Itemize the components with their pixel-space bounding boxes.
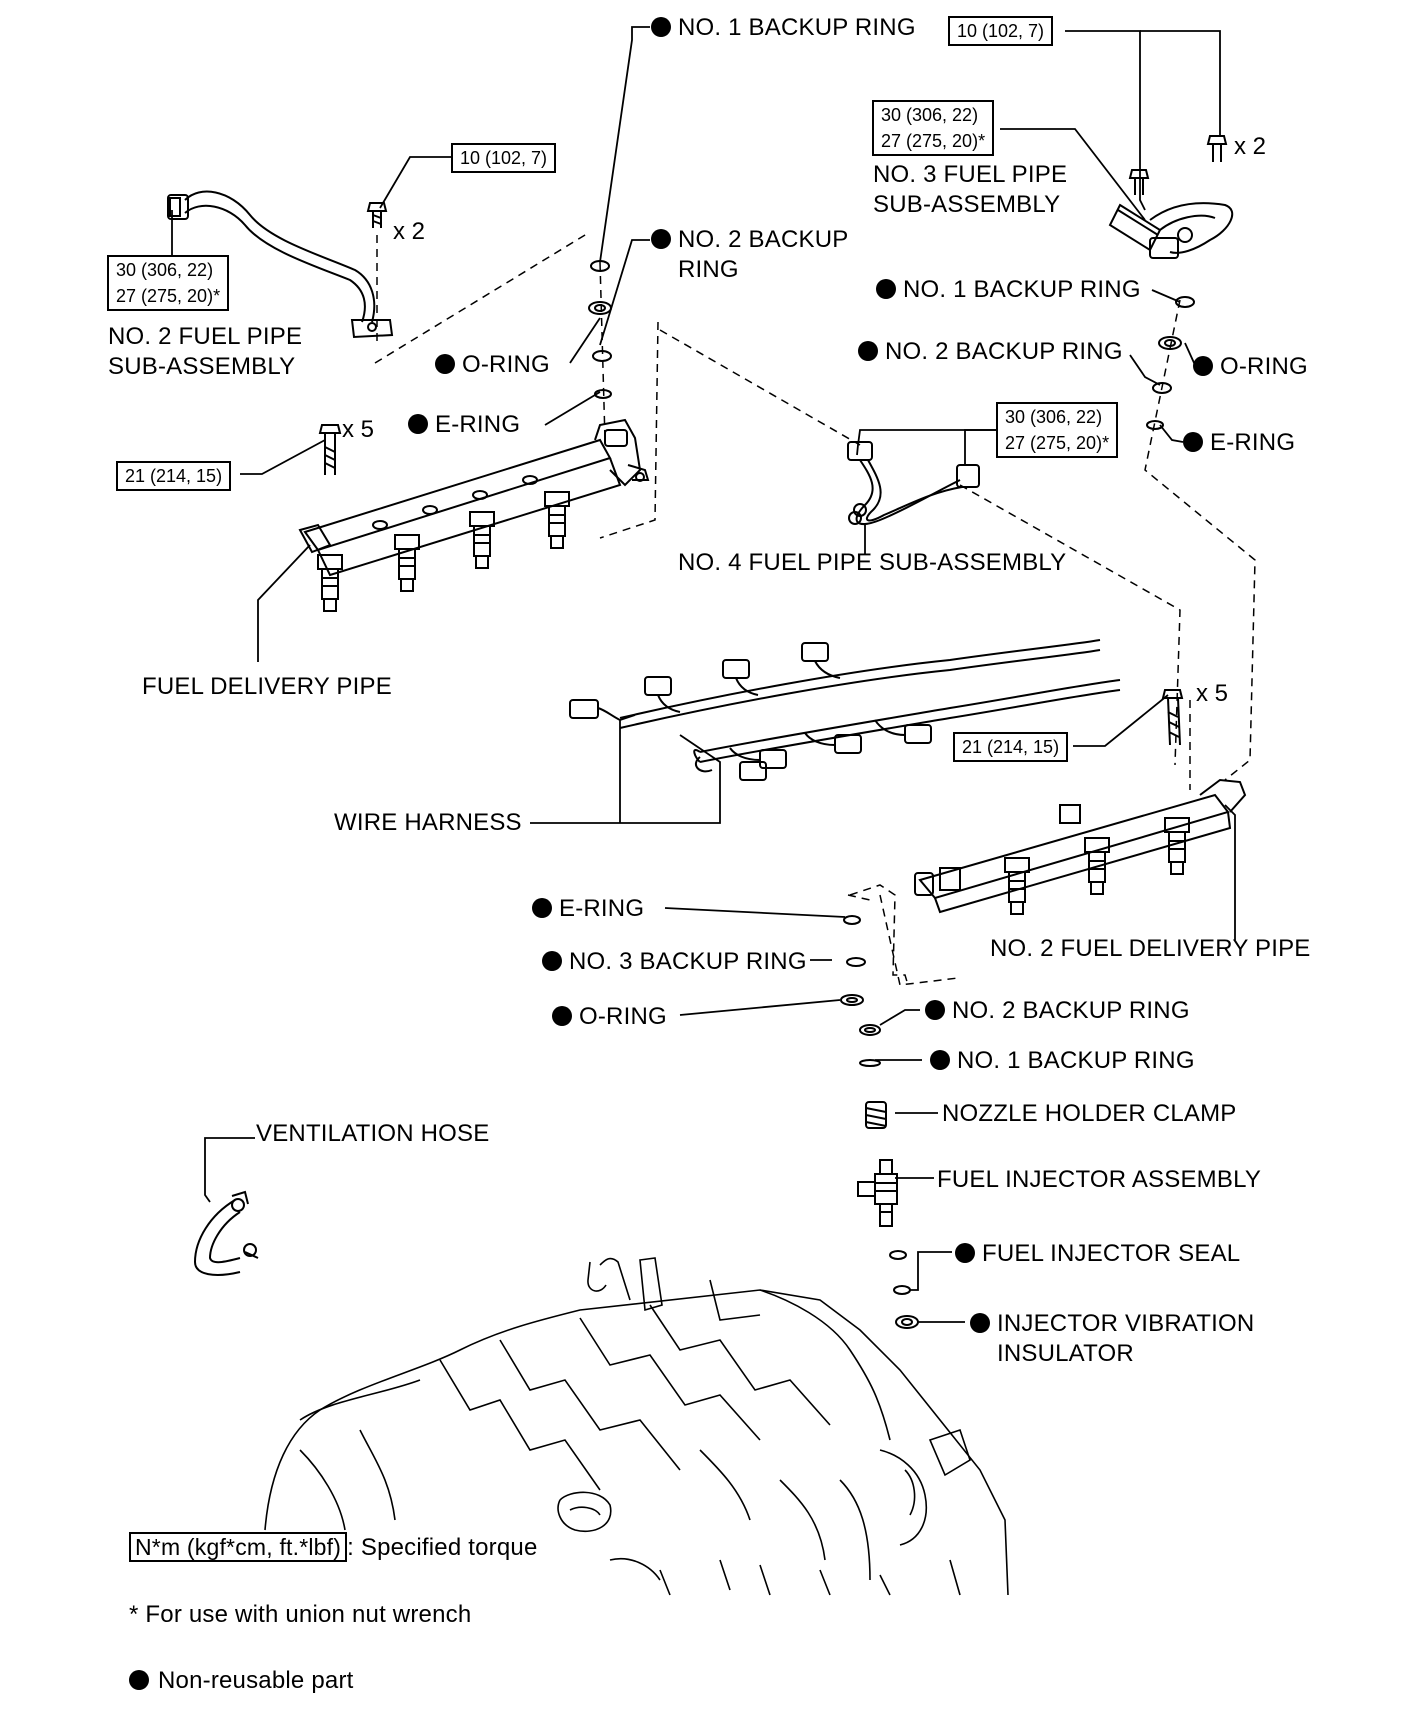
non-reusable-dot [552,1006,572,1026]
label-fuel-injector-assembly: FUEL INJECTOR ASSEMBLY [937,1166,1262,1193]
label-no3-fuel-pipe-line2: SUB-ASSEMBLY [873,191,1061,218]
label-no1-backup-ring-top: NO. 1 BACKUP RING [651,14,916,42]
bolts [318,135,1228,746]
legend-torque: N*m (kgf*cm, ft.*lbf): Specified torque [129,1532,538,1562]
label-injector-vibration-insulator: INJECTOR VIBRATION [970,1310,1254,1338]
torque-box-30-mid: 30 (306, 22) 27 (275, 20)* [996,402,1119,458]
label-no2-backup-ring-mid-line2: RING [678,256,739,283]
label-o-ring-lower: O-RING [552,1003,667,1031]
legend-torque-desc: : Specified torque [347,1534,538,1561]
label-no1-backup-ring-right: NO. 1 BACKUP RING [876,276,1141,304]
non-reusable-dot [542,951,562,971]
legend-torque-unit: N*m (kgf*cm, ft.*lbf) [129,1532,348,1562]
torque-value: 30 (306, 22) [116,260,214,280]
label-no3-backup-ring-lower: NO. 3 BACKUP RING [542,948,807,976]
no2-fuel-delivery-pipe-drawing [914,778,1247,915]
non-reusable-dot [876,279,896,299]
torque-box-10-right: 10 (102, 7) [948,16,1054,46]
quantity-x5-left: x 5 [342,416,375,443]
quantity-x2-left: x 2 [393,218,426,245]
label-nozzle-holder-clamp: NOZZLE HOLDER CLAMP [942,1100,1237,1127]
torque-box-30-right: 30 (306, 22) 27 (275, 20)* [872,100,995,156]
torque-value-wrench: 27 (275, 20)* [116,286,221,306]
non-reusable-dot [930,1050,950,1070]
label-e-ring-right: E-RING [1183,429,1295,457]
non-reusable-dot [925,1000,945,1020]
fuel-delivery-pipe-drawing [298,418,650,612]
ventilation-hose-drawing [193,1190,259,1276]
non-reusable-dot [651,17,671,37]
label-no1-backup-ring-lower: NO. 1 BACKUP RING [930,1047,1195,1075]
quantity-x5-right: x 5 [1196,680,1229,707]
non-reusable-dot [532,898,552,918]
legend-non-reusable: Non-reusable part [158,1667,354,1694]
torque-box-21-left: 21 (214, 15) [116,461,232,491]
torque-box-21-right: 21 (214, 15) [953,732,1069,762]
torque-box-10-left: 10 (102, 7) [451,143,557,173]
label-wire-harness: WIRE HARNESS [334,809,522,836]
wire-harness-drawing [569,639,1121,781]
label-no4-fuel-pipe: NO. 4 FUEL PIPE SUB-ASSEMBLY [678,549,1067,576]
label-no2-fuel-pipe-line2: SUB-ASSEMBLY [108,353,296,380]
label-no2-fuel-delivery-pipe: NO. 2 FUEL DELIVERY PIPE [990,935,1311,962]
label-no2-backup-ring-lower: NO. 2 BACKUP RING [925,997,1190,1025]
label-ventilation-hose: VENTILATION HOSE [256,1120,490,1147]
no2-fuel-pipe-drawing [167,190,394,339]
non-reusable-dot [1193,356,1213,376]
label-no2-backup-ring-right: NO. 2 BACKUP RING [858,338,1123,366]
non-reusable-dot [408,414,428,434]
label-e-ring-left: E-RING [408,411,520,439]
engine-outline-drawing [264,1257,1009,1596]
non-reusable-dot [970,1313,990,1333]
torque-value-wrench: 27 (275, 20)* [1005,433,1110,453]
torque-box-30-left: 30 (306, 22) 27 (275, 20)* [107,255,230,311]
label-o-ring-left: O-RING [435,351,550,379]
non-reusable-dot-legend [129,1670,149,1690]
torque-value-wrench: 27 (275, 20)* [881,131,986,151]
label-no2-fuel-pipe: NO. 2 FUEL PIPE [108,323,303,350]
torque-value: 30 (306, 22) [1005,407,1103,427]
label-no3-fuel-pipe: NO. 3 FUEL PIPE [873,161,1068,188]
seal-rings [588,260,1195,1329]
label-fuel-delivery-pipe: FUEL DELIVERY PIPE [142,673,392,700]
non-reusable-dot [651,229,671,249]
injector-parts-drawing [857,1101,898,1227]
label-e-ring-lower: E-RING [532,895,644,923]
torque-value: 30 (306, 22) [881,105,979,125]
non-reusable-dot [858,341,878,361]
no4-fuel-pipe-drawing [847,441,980,525]
non-reusable-dot [955,1243,975,1263]
non-reusable-dot [435,354,455,374]
no3-fuel-pipe-drawing [1108,202,1234,259]
legend-wrench-note: * For use with union nut wrench [129,1601,472,1628]
label-o-ring-right: O-RING [1193,353,1308,381]
non-reusable-dot [1183,432,1203,452]
label-injector-vibration-insulator-line2: INSULATOR [997,1340,1134,1367]
label-fuel-injector-seal: FUEL INJECTOR SEAL [955,1240,1240,1268]
quantity-x2-right: x 2 [1234,133,1267,160]
label-no2-backup-ring-mid: NO. 2 BACKUP [651,226,848,254]
assembly-guides [374,231,1256,986]
